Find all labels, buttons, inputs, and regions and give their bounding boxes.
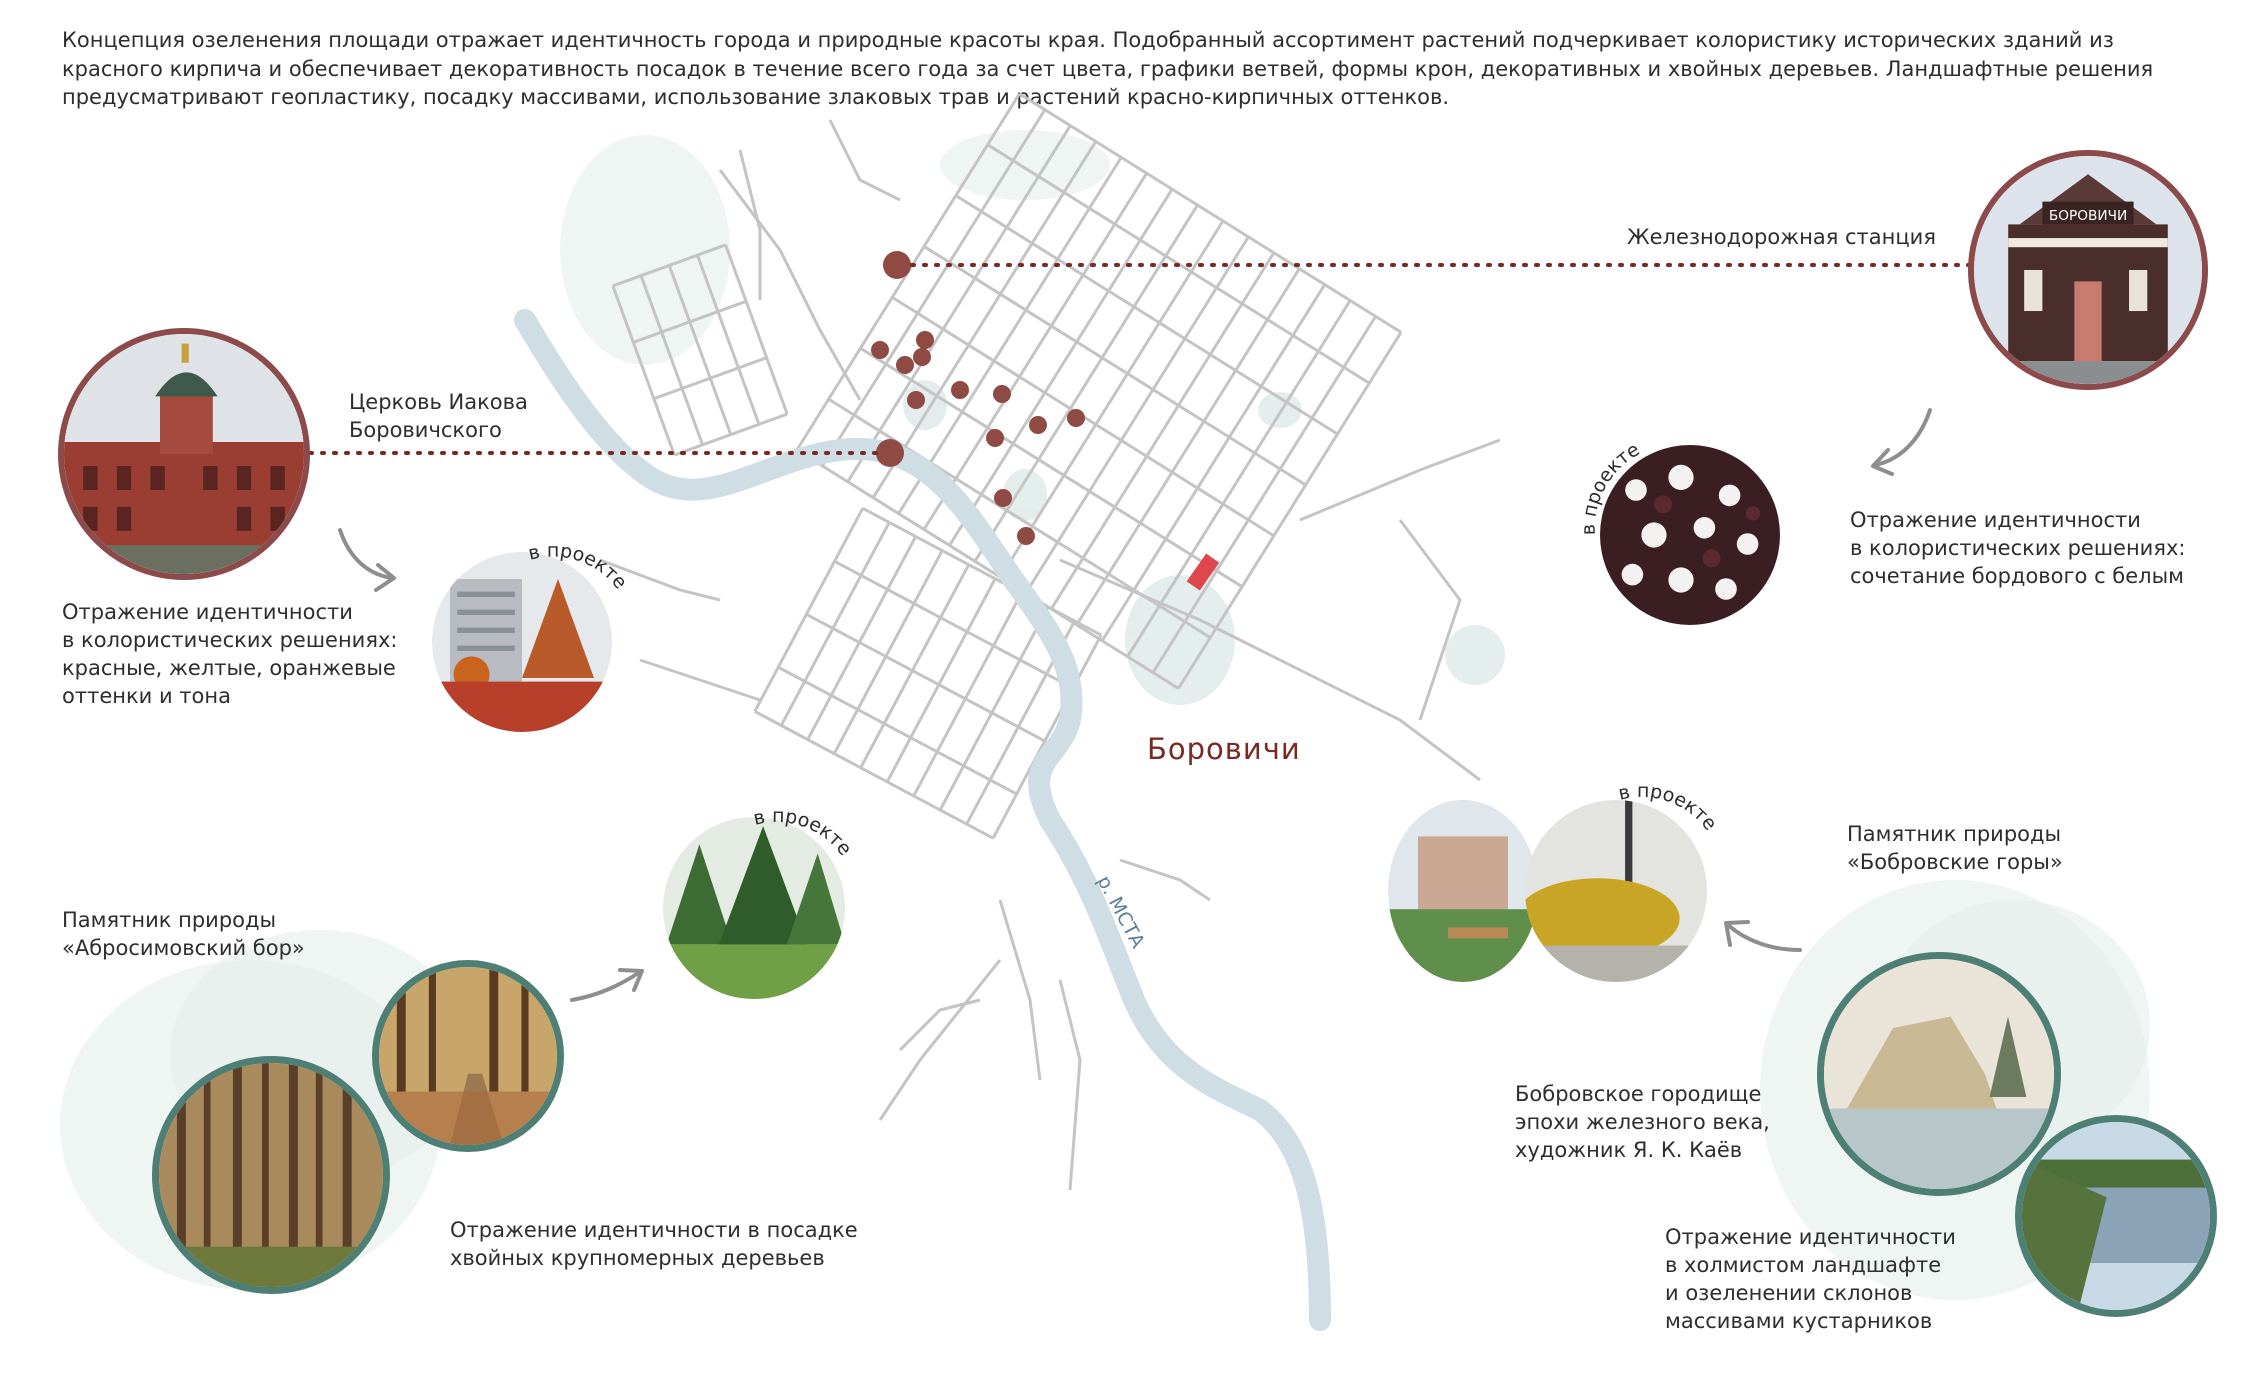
- heritage-dot: [871, 341, 889, 359]
- river-slope-photo: [2015, 1115, 2217, 1317]
- text-line: Отражение идентичности: [1850, 508, 2141, 532]
- heritage-dot: [916, 331, 934, 349]
- station-project-photo: [1600, 445, 1780, 625]
- text-line: Отражение идентичности: [62, 600, 353, 624]
- text-line: в холмистом ландшафте: [1665, 1253, 1942, 1277]
- arrow: [1726, 923, 1802, 952]
- heritage-dot: [993, 385, 1011, 403]
- text-line: в колористических решениях:: [1850, 536, 2186, 560]
- station-photo: БОРОВИЧИ: [1968, 150, 2208, 390]
- text-line: Отражение идентичности: [1665, 1225, 1956, 1249]
- text-line: массивами кустарников: [1665, 1309, 1933, 1333]
- heritage-dot: [994, 489, 1012, 507]
- abrosimov-title: Памятник природы «Абросимовский бор»: [62, 906, 305, 962]
- arrow: [570, 970, 642, 1002]
- church-title-line: Церковь Иакова: [349, 390, 528, 414]
- project-site-marker: [1186, 553, 1220, 591]
- bobrov-hillfort-text: Бобровское городище эпохи железного века…: [1515, 1080, 1770, 1164]
- green-blob: [560, 135, 730, 365]
- heritage-dot: [986, 429, 1004, 447]
- west-grid: [611, 243, 789, 457]
- river-msta: [514, 309, 1331, 1331]
- park-area: [1003, 469, 1047, 521]
- text-line: «Абросимовский бор»: [62, 936, 305, 960]
- park-area: [1445, 625, 1505, 685]
- text-line: Бобровское городище: [1515, 1082, 1762, 1106]
- in-project-label: в проекте: [526, 540, 631, 594]
- text-line: красные, желтые, оранжевые: [62, 656, 396, 680]
- text-line: Отражение идентичности в посадке: [450, 1218, 858, 1242]
- heritage-dot: [896, 356, 914, 374]
- abrosimov-identity-text: Отражение идентичности в посадке хвойных…: [450, 1216, 858, 1272]
- text-line: эпохи железного века,: [1515, 1110, 1770, 1134]
- heritage-dot: [876, 439, 904, 467]
- svg-text:в проекте: в проекте: [526, 540, 631, 594]
- in-project-label: в проекте: [1616, 780, 1721, 835]
- church-title-line: Боровичского: [349, 418, 502, 442]
- svg-text:в проекте: в проекте: [751, 805, 856, 860]
- city-label: Боровичи: [1147, 732, 1301, 766]
- station-identity-text: Отражение идентичности в колористических…: [1850, 506, 2185, 590]
- church-photo: [58, 328, 310, 580]
- text-line: в колористических решениях:: [62, 628, 398, 652]
- heritage-dot: [1017, 527, 1035, 545]
- in-project-label: в проекте: [751, 805, 856, 860]
- heritage-dot: [1067, 409, 1085, 427]
- heritage-dot: [907, 391, 925, 409]
- church-identity-text: Отражение идентичности в колористических…: [62, 598, 397, 710]
- arrow: [1873, 408, 1932, 467]
- bobrov-hills-photo-a: [1388, 800, 1538, 982]
- pines-project-photo: [663, 817, 845, 999]
- text-line: Памятник природы: [62, 908, 277, 932]
- intro-paragraph: Концепция озеленения площади отражает ид…: [62, 28, 2154, 109]
- text-line: сочетание бордового с белым: [1850, 564, 2185, 588]
- station-sign: БОРОВИЧИ: [2049, 208, 2127, 224]
- bobrov-identity-text: Отражение идентичности в холмистом ландш…: [1665, 1223, 1956, 1335]
- arrow: [338, 528, 394, 580]
- church-callout: Церковь Иакова Боровичского: [349, 388, 528, 444]
- pine-forest-photo: [152, 1056, 390, 1294]
- text-line: хвойных крупномерных деревьев: [450, 1246, 825, 1270]
- bobrov-title: Памятник природы «Бобровские горы»: [1847, 820, 2063, 876]
- svg-text:в проекте: в проекте: [1578, 438, 1644, 535]
- station-callout: Железнодорожная станция: [1627, 225, 1936, 249]
- text-line: и озеленении склонов: [1665, 1281, 1913, 1305]
- forest-road-photo: [372, 960, 564, 1152]
- south-grid: [753, 506, 1103, 840]
- heritage-dot: [883, 251, 911, 279]
- in-project-label: в проекте: [1578, 438, 1644, 535]
- heritage-dot: [913, 348, 931, 366]
- north-grid: [795, 92, 1403, 690]
- heritage-dot: [1029, 416, 1047, 434]
- text-line: художник Я. К. Каёв: [1515, 1138, 1743, 1162]
- text-line: «Бобровские горы»: [1847, 850, 2063, 874]
- svg-text:в проекте: в проекте: [1616, 780, 1721, 835]
- heritage-dot: [951, 381, 969, 399]
- text-line: оттенки и тона: [62, 684, 231, 708]
- hillfort-painting-photo: [1817, 952, 2061, 1196]
- text-line: Памятник природы: [1847, 822, 2062, 846]
